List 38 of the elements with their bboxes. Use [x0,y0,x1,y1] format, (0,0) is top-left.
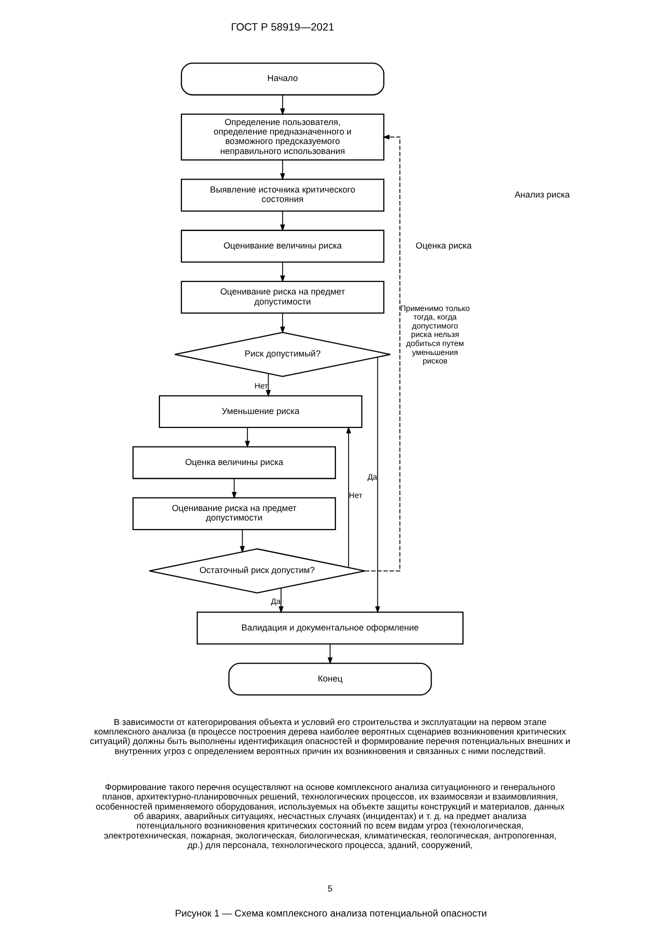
node-box: Оценка величины риска [132,446,336,480]
caption: Рисунок 1 — Схема комплексного анализа потенциальной опасности [174,908,486,920]
node-box: Выявление источника критического состояния [180,178,384,212]
arrow [244,427,250,448]
node-box: Оценивание величины риска [180,230,384,263]
arrow [231,478,236,499]
arrow [280,210,285,232]
node-box: Валидация и документальное оформление [196,612,464,644]
label: 5 [327,884,332,894]
edge-label: Нет [254,381,268,390]
edge-label: Применимо только тогда, когда допустимого риска нельзя добиться путем уменьшения рисков [400,304,470,366]
edge-label: Да [270,596,280,606]
label: ГОСТ Р 58919—2021 [230,22,334,34]
arrow [280,262,285,283]
node-box: Определение пользователя, определение предназначенного и возможного предсказуемого неправильного использования [180,114,384,161]
edge-label: Нет [348,490,362,500]
label: Анализ риска [514,189,570,200]
arrow [280,160,285,180]
arrow [327,644,332,664]
node-box: Начало [180,62,384,96]
arrow [278,588,284,614]
node-diamond: Остаточный риск допустим? [148,548,365,594]
node-box: Оценивание риска на предмет допустимости [180,280,384,314]
label: В зависимости от категорирования объекта и условий его строительства и эксплуатации на первом этапе комплексного анализа (в процессе построения дерева наиболее вероятных сценариев возникновения критических ситуаций) должны быть выполнены идентификация опасностей и формирование перечня потенциальных внешних и внутренних угроз с определением вероятных причин их возникновения и связанных с ними последствий. [89,716,570,756]
arrow [364,134,400,572]
node-box: Конец [228,662,432,696]
node-box: Уменьшение риска [158,395,362,428]
edge-label: Да [366,472,377,482]
node-box: Оценивание риска на предмет допустимости [132,497,336,530]
arrow [374,356,380,614]
label: Оценка риска [415,240,472,250]
arrow [280,312,285,334]
label: Формирование такого перечня осуществляют на основе комплексного анализа ситуационного и генерального планов, архитектурно-планировочных решений, технологических процессов, их взаимосвязи и взаимовлияния, особенностей применяемого оборудования, используемых на объекте защиты конструкций и материалов, данных об авариях, аварийных ситуациях, несчастных случаях (инцидентах) и т. д. на предмет анализа потенциального возникновения критических состояний по всем видам угроз (технологическая, электротехническая, пожарная, экологическая, биологическая, климатическая, геологическая, антропогенная, др.) для персонала, технологического процесса, зданий, сооружений, [95,782,564,850]
arrow [346,426,351,568]
arrow [239,529,244,554]
arrow [265,373,270,398]
arrow [280,94,285,116]
node-diamond: Риск допустимый? [174,332,390,378]
